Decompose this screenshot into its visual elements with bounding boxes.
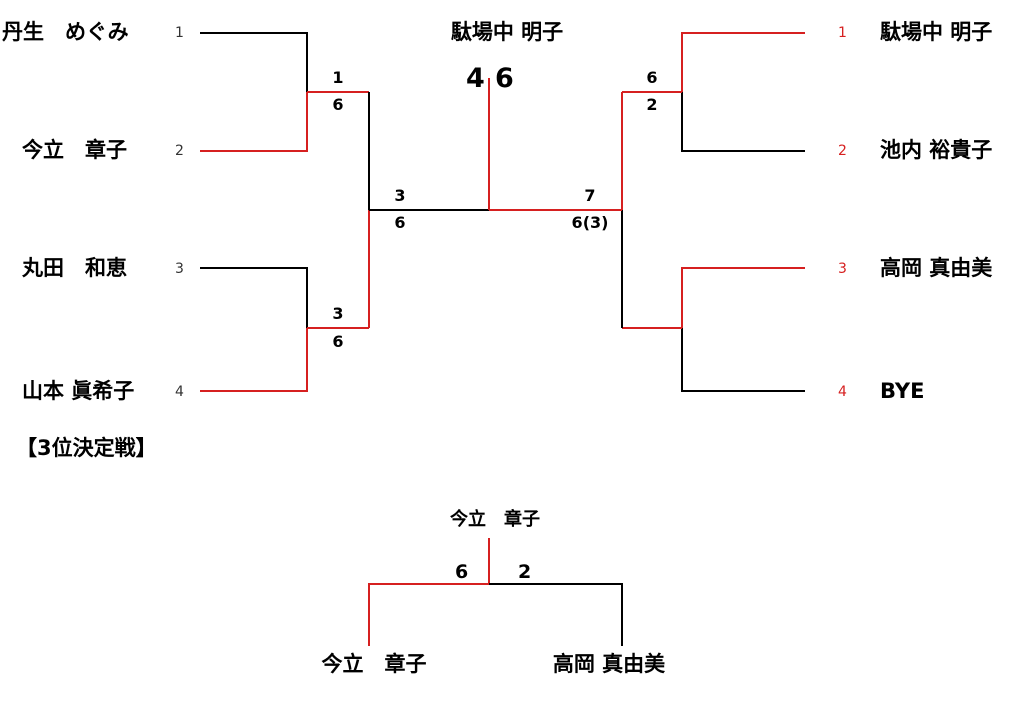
- line-l1: [200, 32, 308, 92]
- left-player-3-name: 丸田 和恵: [22, 256, 127, 280]
- third-place-right-player: 高岡 真由美: [552, 652, 666, 676]
- left-player-2-seed: 2: [175, 143, 184, 159]
- left-semi-bot-score-2: 6: [332, 332, 344, 351]
- left-semi-top-score-1: 1: [332, 68, 344, 87]
- right-player-3-name: 高岡 真由美: [880, 256, 993, 280]
- left-semi-top-score-2: 6: [332, 95, 344, 114]
- right-semi-top-score-1: 6: [646, 68, 658, 87]
- line-r4: [681, 328, 805, 392]
- line-r3: [681, 267, 805, 328]
- left-player-4-seed: 4: [175, 384, 184, 400]
- third-place-left-player: 今立 章子: [321, 652, 427, 676]
- line-l4: [200, 328, 308, 392]
- right-player-3-seed: 3: [838, 261, 847, 277]
- left-player-3-seed: 3: [175, 261, 184, 277]
- line-3rd-left: [368, 583, 489, 646]
- right-player-2-seed: 2: [838, 143, 847, 159]
- third-place-title: 【3位決定戦】: [16, 436, 157, 460]
- line-l2: [200, 92, 308, 152]
- right-player-1-name: 駄場中 明子: [880, 20, 993, 44]
- right-player-1-seed: 1: [838, 25, 847, 41]
- champion-name: 駄場中 明子: [450, 20, 564, 44]
- champion-score-right: 6: [495, 63, 514, 94]
- left-final-score-1: 3: [394, 186, 406, 205]
- third-place-winner: 今立 章子: [450, 509, 540, 530]
- third-place-score-left: 6: [455, 561, 469, 583]
- right-final-score-1: 7: [584, 186, 596, 205]
- right-player-4-seed: 4: [838, 384, 847, 400]
- right-semi-top-score-2: 2: [646, 95, 658, 114]
- left-semi-bot-score-1: 3: [332, 304, 344, 323]
- line-r1: [681, 32, 805, 92]
- champion-score-left: 4: [466, 63, 485, 94]
- line-r2: [681, 92, 805, 152]
- right-player-4-name: BYE: [880, 379, 925, 403]
- left-player-1-name: 丹生 めぐみ: [2, 20, 129, 44]
- line-3rd-right: [489, 583, 623, 646]
- left-player-4-name: 山本 眞希子: [22, 379, 135, 403]
- right-player-2-name: 池内 裕貴子: [880, 138, 993, 162]
- left-player-1-seed: 1: [175, 25, 184, 41]
- left-player-2-name: 今立 章子: [22, 138, 127, 162]
- line-l3: [200, 267, 308, 328]
- right-final-score-2: 6(3): [571, 213, 609, 232]
- third-place-score-right: 2: [518, 561, 532, 583]
- left-final-score-2: 6: [394, 213, 406, 232]
